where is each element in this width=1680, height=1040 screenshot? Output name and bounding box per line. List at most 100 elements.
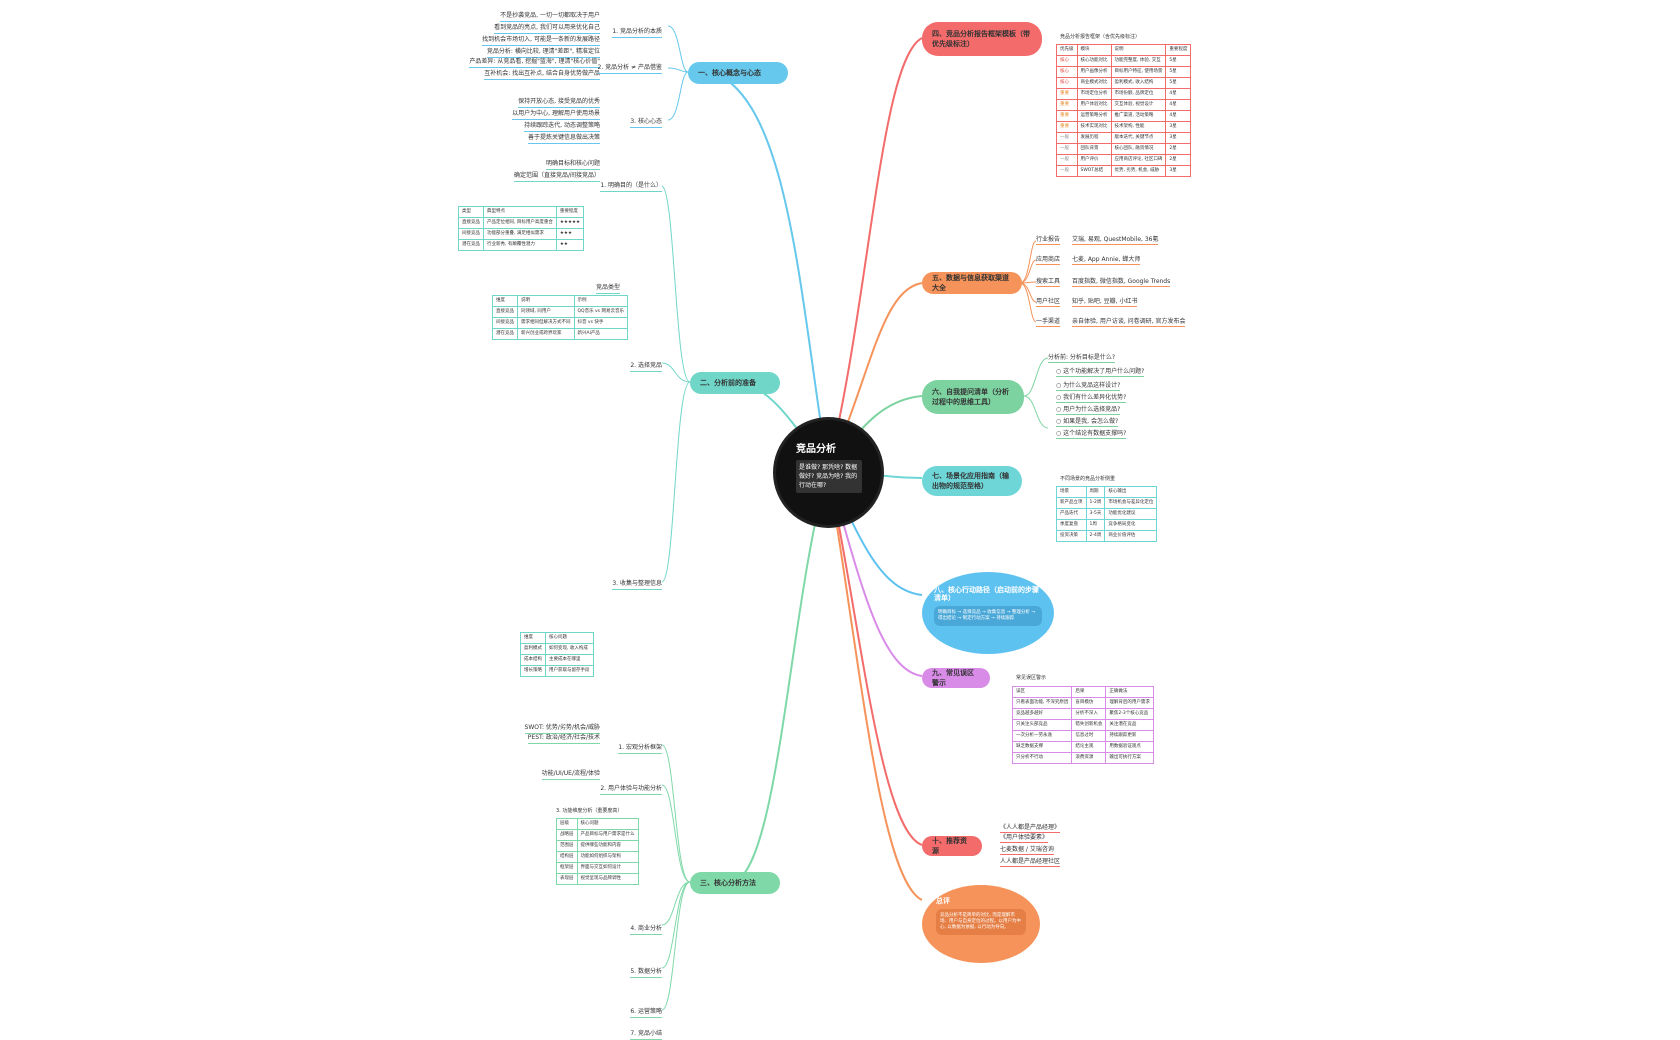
table-cell: 只关注头部竞品 (1011, 719, 1073, 731)
branch-label: 一、核心概念与心态 (698, 69, 761, 77)
table-header-cell: 场景 (1056, 486, 1087, 498)
table-row: 表现层视觉呈现与品牌调性 (556, 873, 639, 885)
table-cell: 间接竞品 (458, 228, 484, 240)
b2-node[interactable]: 2. 选择竞品 (630, 362, 662, 372)
b3-node[interactable]: 2. 用户体验与功能分析 (600, 785, 662, 795)
question-heading[interactable]: 分析前: 分析目标是什么? (1048, 354, 1116, 363)
question-item[interactable]: ○ 如果是我, 会怎么做? (1056, 418, 1119, 427)
table-cell: 需求相同但解决方式不同 (517, 317, 575, 329)
table-cell: 4星 (1165, 88, 1192, 100)
branch-data-channels[interactable]: 五、数据与信息获取渠道大全 (922, 272, 1022, 294)
table-row: 范围层提供哪些功能和内容 (556, 840, 639, 852)
b1-node[interactable]: 不是抄袭竞品, 一切一切都取决于用户 (500, 12, 600, 22)
table-cell: 只分析不行动 (1011, 752, 1073, 764)
branch-preparation[interactable]: 二、分析前的准备 (690, 372, 780, 394)
table-row: 盈利模式如何变现, 收入构成 (520, 643, 594, 655)
b3-node[interactable]: 4. 商业分析 (630, 925, 662, 935)
table-cell: 核心功能对比 (1076, 55, 1112, 67)
resource-item[interactable]: 七麦数据 / 艾瑞咨询 (1000, 846, 1054, 855)
table-cell: 一般 (1056, 132, 1078, 144)
branch-pitfalls[interactable]: 九、常见误区警示 (922, 668, 990, 688)
resource-item[interactable]: 《用户体验要素》 (1000, 834, 1049, 843)
question-item[interactable]: ○ 这个功能解决了用户什么问题? (1056, 368, 1145, 377)
central-topic[interactable]: 竞品分析 是谁做? 那凭啥? 数据做好? 竞品为啥? 我的行动在哪? (776, 420, 881, 525)
question-item[interactable]: ○ 用户为什么选择竞品? (1056, 406, 1121, 415)
b1-node[interactable]: 互补机会: 找出互补点, 结合自身优势做产品 (484, 70, 600, 80)
table-cell: 核心 (1056, 55, 1078, 67)
table-function-dims-title: 3. 功能维度分析（重要度高） (556, 808, 623, 814)
table-cell: 一般 (1056, 154, 1078, 166)
channel-label[interactable]: 一手渠道 (1036, 318, 1061, 327)
b2-node[interactable]: 竞品类型 (595, 284, 620, 294)
resource-item[interactable]: 人人都是产品经理社区 (1000, 858, 1061, 867)
b1-node[interactable]: 以用户为中心, 理解用户使用场景 (512, 110, 600, 120)
table-row: 直接竞品产品定位相同, 目标用户高度重合★★★★★ (458, 217, 585, 229)
table-cell: 发展历程 (1076, 132, 1112, 144)
b3-node[interactable]: 6. 运营策略 (630, 1008, 662, 1018)
table-cell: 产品迭代 (1056, 508, 1087, 520)
b1-node[interactable]: 竞品分析: 横向比较, 理清"差距", 精准定位 (486, 48, 600, 58)
table-header-cell: 说明 (1110, 44, 1167, 56)
b3-node[interactable]: 5. 数据分析 (630, 968, 662, 978)
branch-core-concepts[interactable]: 一、核心概念与心态 (688, 62, 788, 84)
branch-question-list[interactable]: 六、自我提问清单（分析过程中的思维工具） (922, 380, 1024, 414)
question-item[interactable]: ○ 为什么竞品这样设计? (1056, 382, 1121, 391)
table-cell: 缺乏数据支撑 (1011, 741, 1073, 753)
b1-node[interactable]: 产品差异: 从竞品看, 挖掘"蓝海", 理清"核心价值" (469, 58, 600, 68)
branch-summary[interactable]: 总评 竞品分析不是简单的对比, 而是理解市场、用户与自身定位的过程。以用户为中心… (922, 885, 1040, 963)
b1-node[interactable]: 2. 竞品分析 ≠ 产品借鉴 (597, 64, 662, 74)
b1-node[interactable]: 1. 竞品分析的本质 (612, 28, 662, 38)
question-item[interactable]: ○ 这个结论有数据支撑吗? (1056, 430, 1127, 439)
table-cell: 关注潜在竞品 (1105, 719, 1154, 731)
b2-node[interactable]: 1. 明确目的（是什么） (600, 182, 662, 192)
channel-label[interactable]: 行业报告 (1036, 236, 1061, 245)
table-cell: SWOT总结 (1076, 165, 1112, 177)
channel-sources: 亲自体验, 用户访谈, 问卷调研, 官方发布会 (1072, 318, 1186, 327)
table-cell: 战略层 (556, 829, 578, 841)
b1-node[interactable]: 看到竞品的亮点, 我们可以用来优化自己 (494, 24, 600, 34)
channel-label[interactable]: 应用商店 (1036, 256, 1061, 265)
table-cell: 浪费资源 (1071, 752, 1107, 764)
resource-item[interactable]: 《人人都是产品经理》 (1000, 824, 1061, 833)
branch-scenario-guide[interactable]: 七、场景化应用指南（输出物的规范型格） (922, 466, 1022, 496)
b3-node[interactable]: 1. 宏观分析框架 (618, 744, 662, 754)
b2-node[interactable]: 3. 收集与整理信息 (612, 580, 662, 590)
b3-node[interactable]: SWOT: 优势/劣势/机会/威胁 (524, 724, 600, 734)
table-cell: 技术实现对比 (1076, 121, 1112, 133)
channel-label[interactable]: 用户社区 (1036, 298, 1061, 307)
branch-label: 十、推荐资源 (932, 837, 967, 855)
table-cell: 持续跟踪更新 (1105, 730, 1154, 742)
b1-node[interactable]: 善于提炼关键信息做出决策 (527, 134, 600, 144)
table-cell: 同领域, 同用户 (517, 306, 575, 318)
b3-node[interactable]: PEST: 政治/经济/社会/技术 (527, 734, 600, 744)
table-cell: 2-4周 (1085, 530, 1106, 542)
b1-node[interactable]: 持续跟踪迭代, 动态调整策略 (524, 122, 600, 132)
table-cell: 目标用户特征, 使用场景 (1110, 66, 1167, 78)
b1-node[interactable]: 找到机会市场切入, 可能是一条新的发展路径 (482, 36, 600, 46)
table-header-cell: 类型 (458, 206, 484, 218)
b2-node[interactable]: 明确目标和核心问题 (545, 160, 600, 170)
question-item[interactable]: ○ 我们有什么差异化优势? (1056, 394, 1127, 403)
table-cell: 错失创新机会 (1071, 719, 1107, 731)
branch-action-path[interactable]: 八、核心行动路径（启动前的步骤清单） 明确目标 → 选择竞品 → 收集信息 → … (922, 572, 1054, 654)
table-row: 结构层功能如何组织与架构 (556, 851, 639, 863)
b1-node[interactable]: 3. 核心心态 (630, 118, 662, 128)
b2-node[interactable]: 确定范围（直接竞品/间接竞品） (513, 172, 600, 182)
b3-node[interactable]: 功能/UI/UE/流程/体验 (541, 770, 600, 780)
b1-node[interactable]: 保持开放心态, 接受竞品的优秀 (518, 98, 600, 108)
branch-methods[interactable]: 三、核心分析方法 (690, 872, 780, 894)
table-row: 战略层产品目标与用户需求是什么 (556, 829, 639, 841)
table-cell: 1周 (1085, 519, 1106, 531)
table-cell: 2星 (1165, 143, 1192, 155)
table-header-cell: 优先级 (1056, 44, 1078, 56)
branch-report-template[interactable]: 四、竞品分析报告框架模板（带优先级标注） (922, 22, 1042, 56)
branch-resources[interactable]: 十、推荐资源 (922, 836, 982, 856)
table-cell: 输出可执行方案 (1105, 752, 1154, 764)
channel-label[interactable]: 搜索工具 (1036, 278, 1061, 287)
table-cell: 产品目标与用户需求是什么 (576, 829, 639, 841)
table-cell: 盲目模仿 (1071, 697, 1107, 709)
b3-node[interactable]: 7. 竞品小结 (630, 1030, 662, 1040)
